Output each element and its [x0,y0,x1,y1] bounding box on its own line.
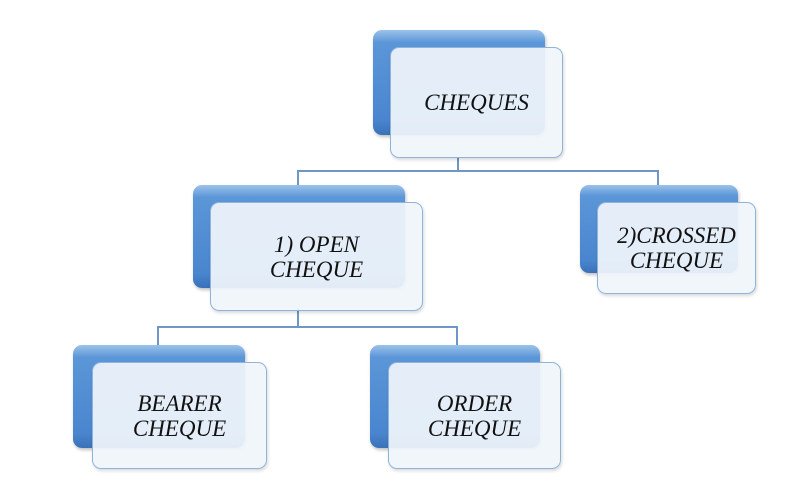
connector [297,170,659,172]
connector [457,157,459,171]
connector [157,326,159,346]
node-root: CHEQUES [390,47,563,158]
connector [297,170,299,186]
node-open: 1) OPEN CHEQUE [210,202,423,311]
connector [157,326,458,328]
node-crossed: 2)CROSSED CHEQUE [597,202,756,294]
node-label: 1) OPEN CHEQUE [269,231,364,282]
node-bearer: BEARER CHEQUE [92,362,267,469]
connector [657,170,659,186]
node-label: CHEQUES [424,90,529,115]
node-label: 2)CROSSED CHEQUE [617,223,736,273]
connector [297,308,299,328]
node-order: ORDER CHEQUE [388,362,561,469]
connector [456,326,458,346]
node-label: BEARER CHEQUE [132,390,227,441]
node-label: ORDER CHEQUE [427,390,522,441]
